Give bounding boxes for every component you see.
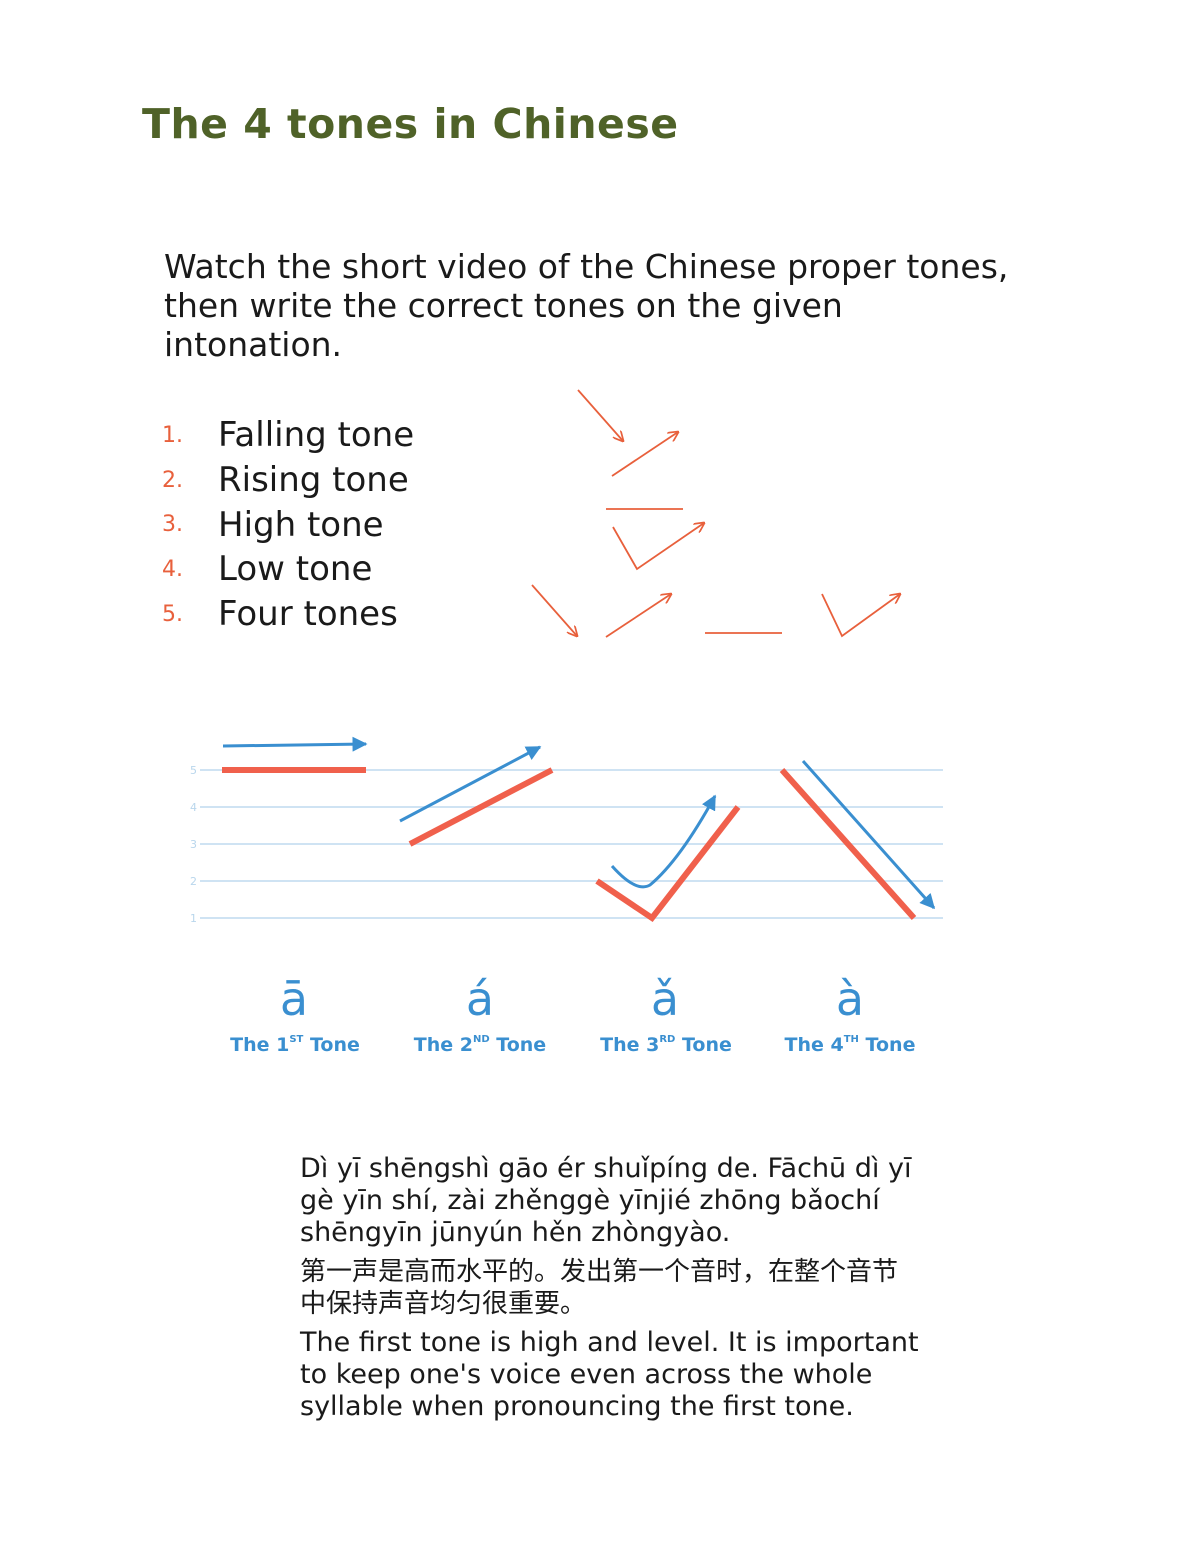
rising-tone-mark xyxy=(611,432,678,477)
tone-letter: ǎ xyxy=(650,972,680,1026)
pitch-guide-arrow xyxy=(399,745,542,823)
tone-letter: á xyxy=(465,972,495,1026)
list-label: Low tone xyxy=(218,549,373,590)
tone-contour-line xyxy=(779,768,917,920)
tone-caption: The 1ST Tone xyxy=(230,1034,360,1056)
tone-chart: 1 2 3 4 5 xyxy=(190,736,943,925)
description-pinyin: Dì yī shēngshì gāo ér shuǐpíng de. Fāchū… xyxy=(300,1153,912,1248)
low-tone-mark xyxy=(821,594,900,638)
list-number: 1. xyxy=(162,422,183,448)
list-item: 3. High tone xyxy=(162,502,414,547)
list-number: 3. xyxy=(162,512,183,538)
list-item: 1. Falling tone xyxy=(162,413,414,458)
low-tone-mark xyxy=(612,523,704,571)
tone-caption: The 3RD Tone xyxy=(600,1034,732,1056)
falling-tone-mark xyxy=(577,389,623,441)
page-title: The 4 tones in Chinese xyxy=(142,100,679,148)
list-label: High tone xyxy=(218,504,384,545)
instructions-text: Watch the short video of the Chinese pro… xyxy=(164,247,1009,364)
list-item: 4. Low tone xyxy=(162,547,414,592)
description-english: The first tone is high and level. It is … xyxy=(300,1327,919,1422)
description-chinese: 第一声是高而水平的。发出第一个音时，在整个音节中保持声音均匀很重要。 xyxy=(300,1257,899,1319)
list-item: 5. Four tones xyxy=(162,592,414,637)
list-label: Four tones xyxy=(218,594,398,635)
task-list: 1. Falling tone 2. Rising tone 3. High t… xyxy=(162,413,414,636)
list-number: 5. xyxy=(162,601,183,627)
y-tick-label: 1 xyxy=(190,912,197,925)
list-number: 4. xyxy=(162,556,183,582)
tone-contour-line xyxy=(595,805,741,923)
list-number: 2. xyxy=(162,467,183,493)
y-tick-label: 3 xyxy=(190,838,197,851)
pitch-guide-arrow xyxy=(222,736,368,752)
tone-letter: à xyxy=(835,972,865,1026)
list-label: Falling tone xyxy=(218,415,415,456)
tone-contour-line xyxy=(408,767,554,847)
y-tick-label: 5 xyxy=(190,764,197,777)
tone-caption: The 2ND Tone xyxy=(413,1034,547,1056)
rising-tone-mark xyxy=(605,594,671,638)
tone-marks xyxy=(531,389,1200,700)
falling-tone-mark xyxy=(531,584,577,636)
y-tick-label: 2 xyxy=(190,875,197,888)
tone-caption: The 4TH Tone xyxy=(784,1034,916,1056)
pitch-guide-arrow xyxy=(610,794,717,889)
tone-letter: ā xyxy=(279,972,309,1026)
list-label: Rising tone xyxy=(218,460,409,501)
list-item: 2. Rising tone xyxy=(162,458,414,503)
pitch-guide-arrow xyxy=(801,760,936,910)
y-tick-label: 4 xyxy=(190,801,197,814)
